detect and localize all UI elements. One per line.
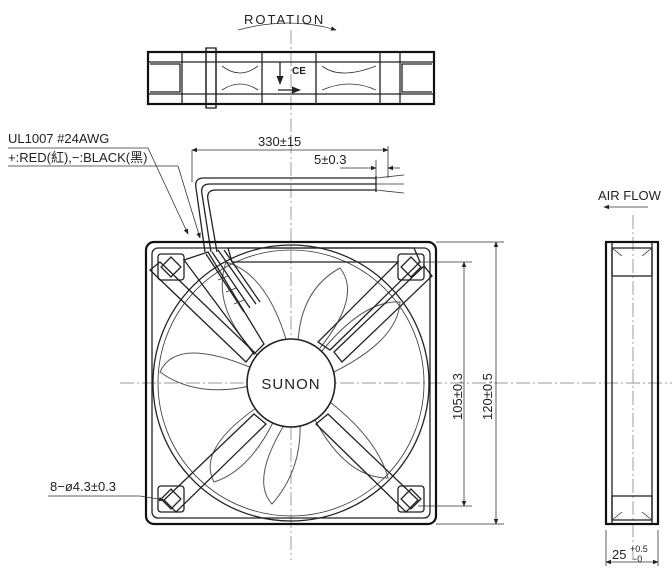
front-view: SUNON: [144, 240, 438, 526]
lead-wires: [195, 174, 405, 253]
mount-hole-label: 8−ø4.3±0.3: [50, 479, 116, 494]
ce-mark: CE: [292, 66, 306, 77]
top-view: ROTATION CE: [146, 12, 436, 109]
wire-color-label: +:RED(紅),−:BLACK(黑): [8, 150, 147, 165]
top-view-frame: [146, 50, 436, 106]
air-flow-label: AIR FLOW: [598, 188, 662, 203]
hole-spacing-label: 105±0.3: [450, 373, 465, 420]
cable-dimension: 330±15 5±0.3: [191, 134, 400, 182]
rotation-label: ROTATION: [244, 12, 325, 27]
rotation-arrow: [237, 22, 337, 31]
fan-opening: [152, 244, 430, 522]
thickness-tol-plus: +0.5: [630, 544, 648, 554]
thickness-tol-minus: −0: [632, 554, 642, 564]
hub-brand-label: SUNON: [261, 376, 320, 393]
side-view: AIR FLOW 25 +0.5 −0: [598, 188, 662, 566]
cable-channel: [205, 249, 261, 313]
strip-length-label: 5±0.3: [314, 152, 346, 167]
fan-struts: [149, 247, 433, 513]
side-view-frame: [604, 240, 660, 526]
vertical-dimensions: 105±0.3 120±0.5: [418, 241, 504, 525]
frame-size-label: 120±0.5: [480, 373, 495, 420]
fan-frame-outer: [144, 240, 438, 526]
hub: [246, 338, 336, 428]
wire-spec-label: UL1007 #24AWG: [8, 131, 109, 146]
cable-length-label: 330±15: [258, 134, 301, 149]
thickness-label: 25: [612, 547, 626, 562]
mount-holes: [157, 253, 425, 513]
